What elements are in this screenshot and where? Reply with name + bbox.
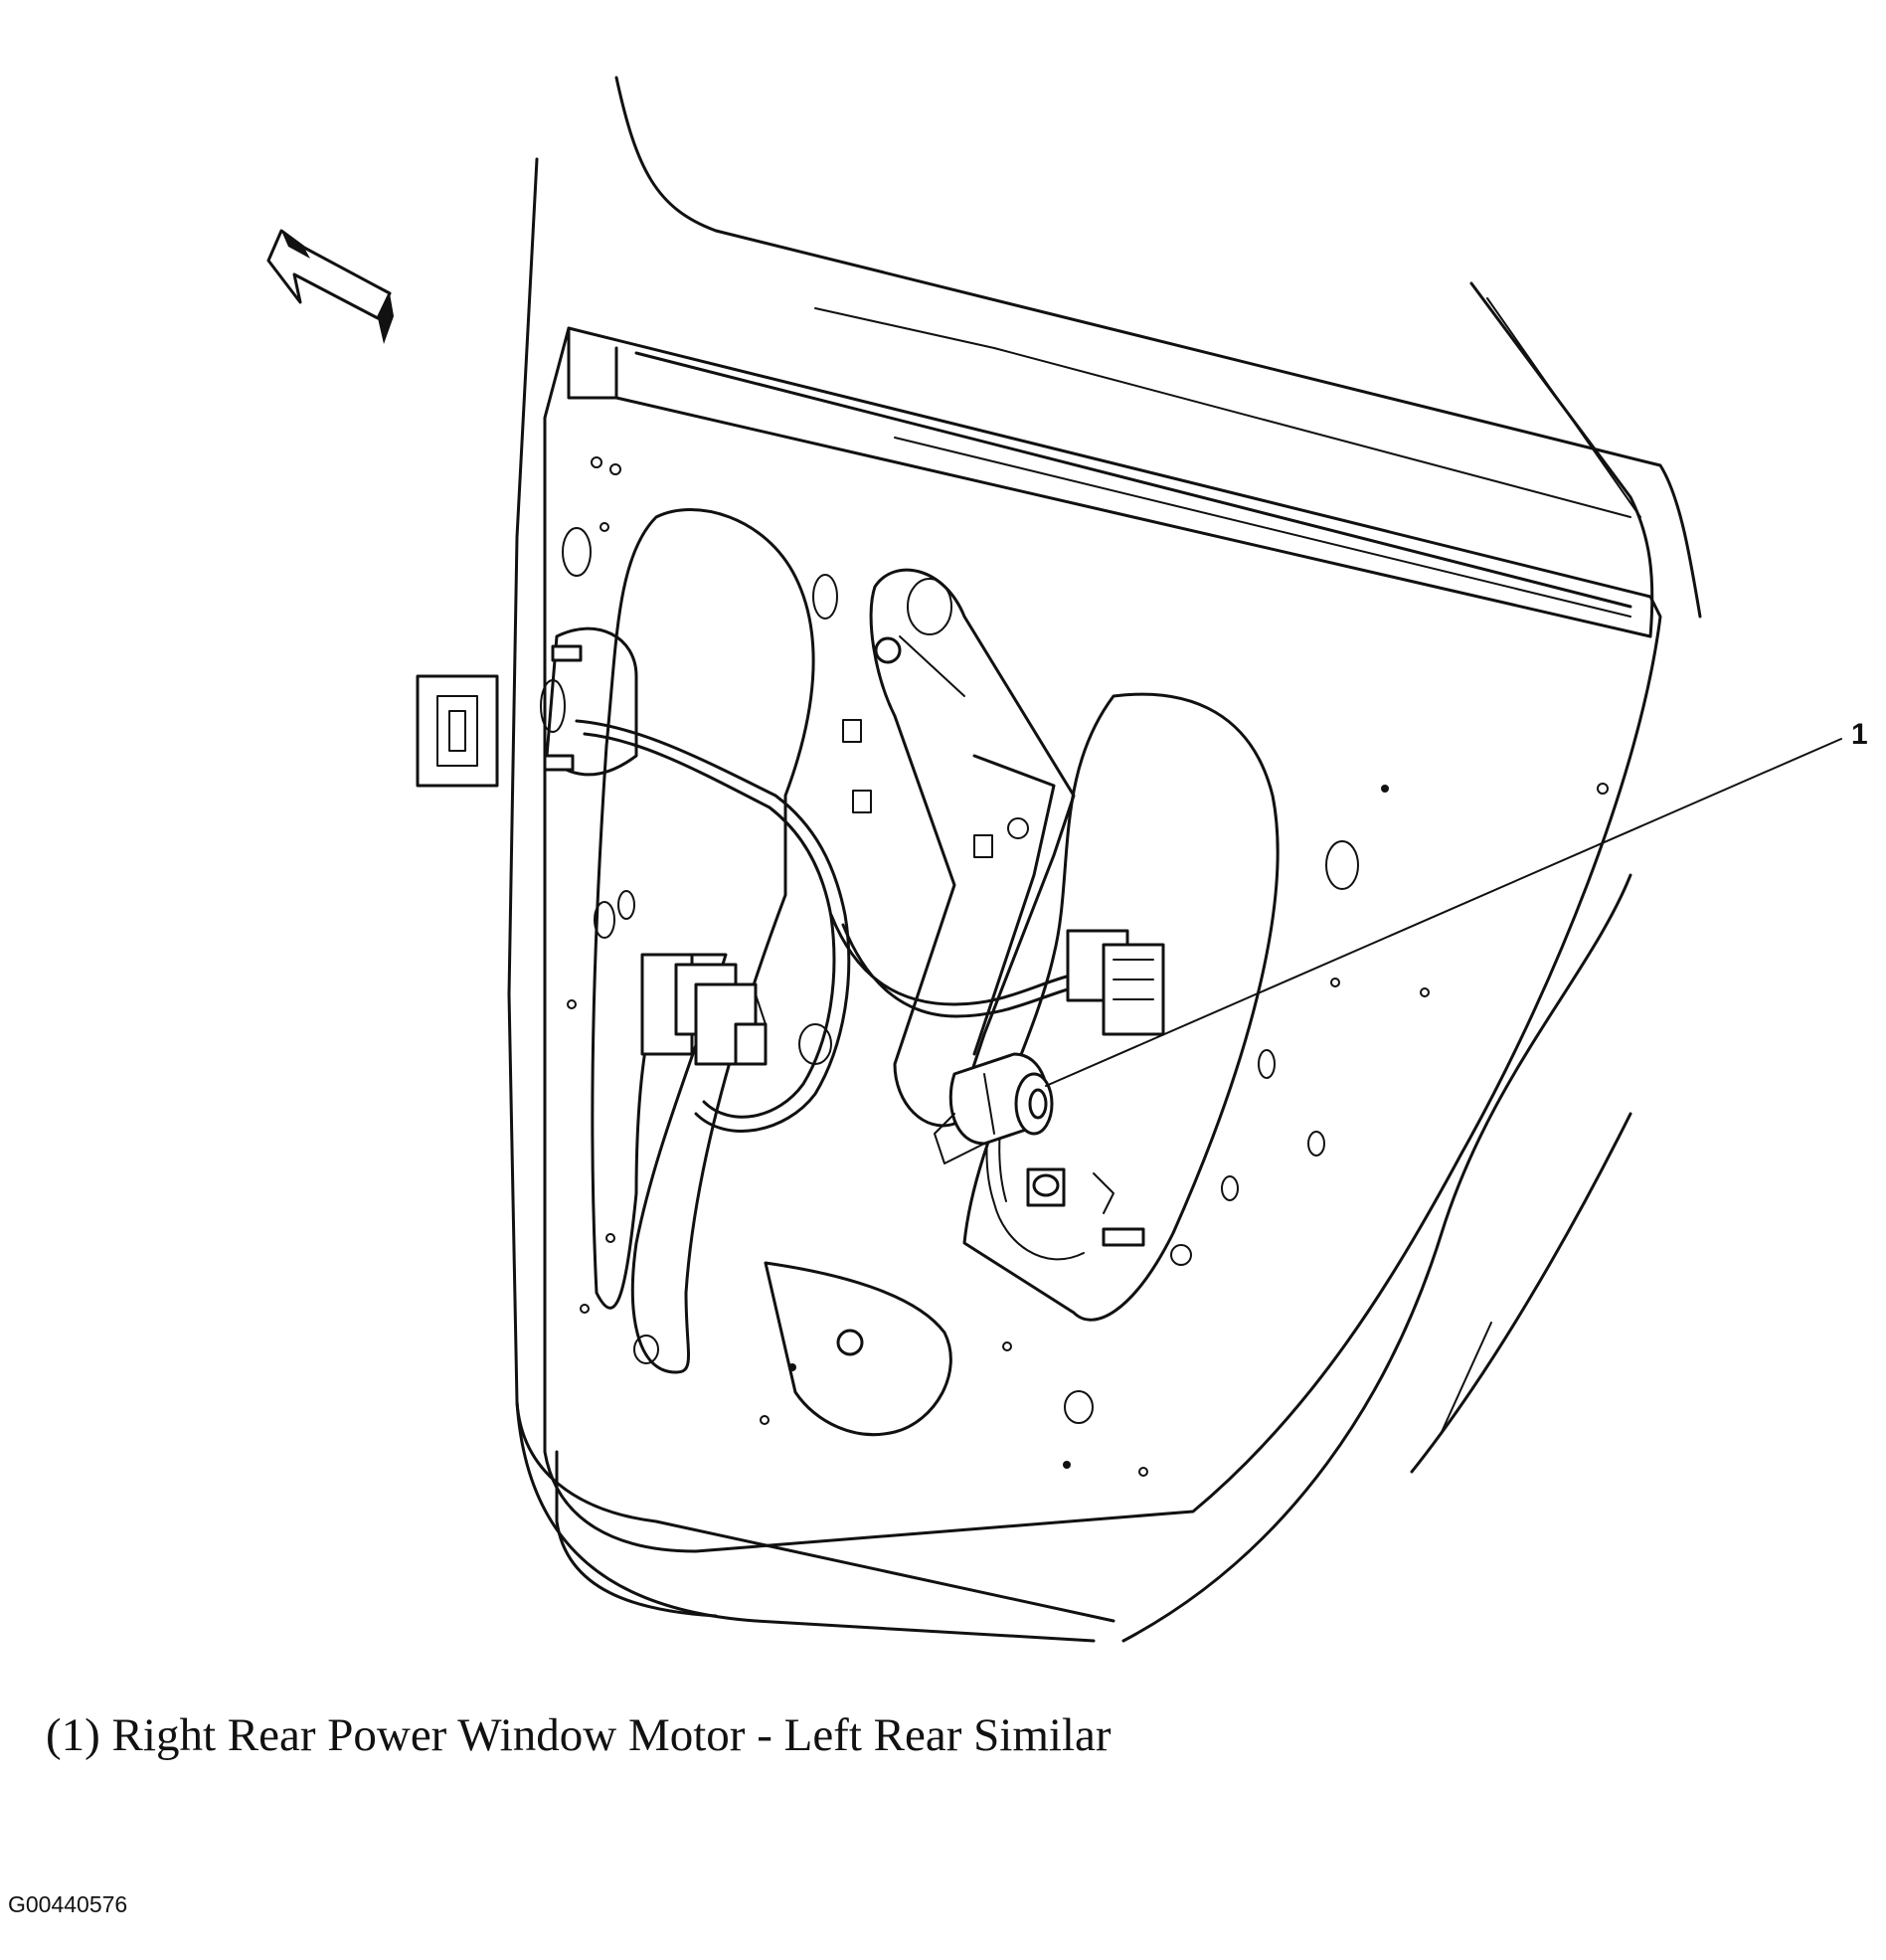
- power-window-motor: [934, 1052, 1054, 1164]
- motor-connector: [1026, 1167, 1145, 1247]
- callout-number: 1: [1851, 718, 1868, 751]
- figure-id: G00440576: [8, 1891, 128, 1917]
- inner-door-panel: [543, 326, 1662, 1553]
- connector-cluster-left: [640, 953, 768, 1066]
- connector-right: [1066, 929, 1165, 1036]
- door-harness-connector-left: [416, 674, 499, 788]
- regulator-openings: [591, 508, 1280, 1437]
- door-shell: [507, 76, 1702, 1643]
- callout-1: 1: [1045, 718, 1868, 1087]
- figure-caption: (1) Right Rear Power Window Motor - Left…: [46, 1709, 1112, 1761]
- fasteners: [812, 574, 952, 1356]
- speaker-mount: [540, 626, 638, 777]
- regulator-track: [842, 568, 1076, 1128]
- forward-direction-arrow-icon: [266, 229, 394, 344]
- access-holes: [562, 456, 1609, 1477]
